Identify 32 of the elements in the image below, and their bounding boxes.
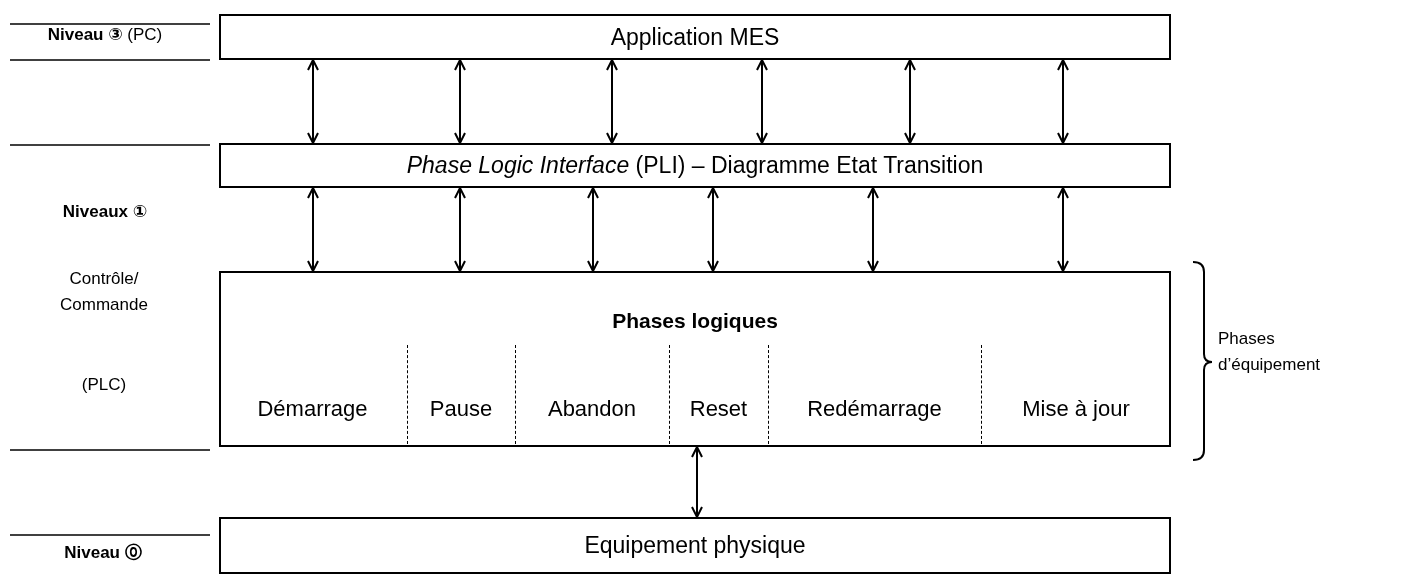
double-arrow — [867, 187, 879, 272]
layer-box — [219, 517, 1171, 574]
level-label: Phases d’équipement — [1218, 328, 1322, 377]
double-arrow — [587, 187, 599, 272]
phase-name: Redémarrage — [807, 396, 942, 422]
phase-name: Abandon — [547, 396, 637, 422]
double-arrow — [454, 187, 466, 272]
double-arrow — [707, 187, 719, 272]
level-label: (PLC) — [81, 374, 127, 396]
phases-panel — [219, 271, 1171, 447]
double-arrow — [904, 59, 916, 144]
phase-name: Pause — [429, 396, 493, 422]
double-arrow — [307, 187, 319, 272]
double-arrow — [1057, 59, 1069, 144]
layer-title: Application MES — [609, 23, 781, 51]
layer-box — [219, 143, 1171, 188]
level-label: Contrôle/ Commande — [59, 268, 149, 317]
layer-box — [219, 14, 1171, 60]
phase-name: Mise à jour — [1022, 396, 1130, 422]
level-label: Niveau ⓪ — [64, 542, 142, 564]
double-arrow — [1057, 187, 1069, 272]
level-label: Niveau ③ (PC) — [47, 24, 163, 46]
double-arrow — [454, 59, 466, 144]
level-label: Niveaux ① — [62, 201, 148, 223]
layer-title: Phase Logic Interface (PLI) – Diagramme Etat Transition — [405, 152, 985, 179]
phase-name: Démarrage — [257, 396, 368, 422]
phase-name: Reset — [689, 396, 748, 422]
double-arrow — [307, 59, 319, 144]
double-arrow — [691, 446, 703, 518]
double-arrow — [756, 59, 768, 144]
layer-title: Equipement physique — [583, 532, 807, 559]
double-arrow — [606, 59, 618, 144]
